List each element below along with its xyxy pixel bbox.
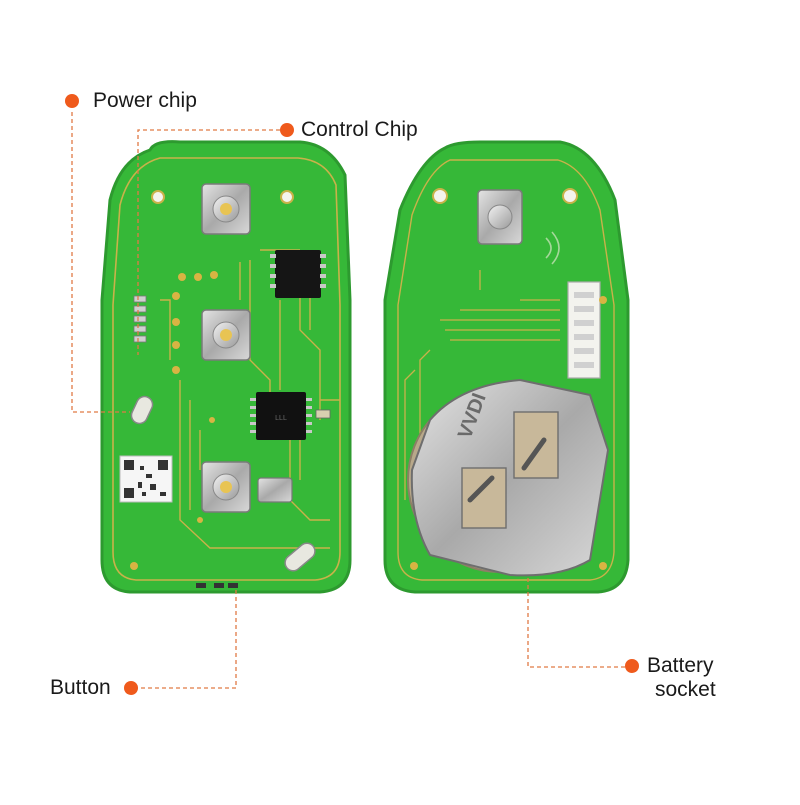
leader-power-chip [71,112,130,413]
front-button-middle [201,309,251,361]
front-oval-slot-bottom [284,542,316,572]
front-gold-pads [172,271,218,523]
back-button [477,189,523,245]
front-gold-pad-bottom-left [130,562,138,570]
back-gold-pad-bottom-left [410,562,418,570]
power-chip [270,250,326,298]
back-mount-hole-right [562,188,578,204]
callout-label-control-chip: Control Chip [301,118,418,141]
callout-label-battery-socket-line2: socket [655,678,716,701]
front-bottom-components [196,583,238,588]
back-board-inner-trace [397,159,615,581]
callout-marker-power-chip [65,94,79,108]
front-oval-slot [130,395,154,425]
front-mount-hole-left [151,190,165,204]
back-gold-pad-bottom-right [599,562,607,570]
pcb-board-back: VVDI [383,140,630,594]
callout-marker-control-chip [280,123,294,137]
callout-label-power-chip: Power chip [93,89,197,112]
front-mount-hole-right [280,190,294,204]
front-pin-header [133,295,147,343]
front-button-bottom [201,461,251,513]
callout-label-battery-socket-line1: Battery [647,654,714,677]
control-chip: LLL [250,392,312,440]
white-connector [567,281,601,379]
front-board-inner-trace [112,157,341,581]
pcb-board-front: LLL [100,140,352,594]
callout-marker-battery-socket [625,659,639,673]
callout-label-button: Button [50,676,111,699]
control-chip-marking: LLL [275,415,287,422]
callout-leaders [71,112,625,689]
battery-holder: VVDI [407,378,610,577]
qr-code-label [119,455,173,503]
leader-control-chip [137,129,280,355]
leader-button [134,590,237,689]
back-mount-hole-left [432,188,448,204]
front-crystal [257,477,293,503]
battery-clip [410,378,610,577]
front-smd-capacitor [315,409,331,419]
back-gold-pad-right [599,296,607,304]
back-antenna-mark [545,231,560,265]
callout-marker-button [124,681,138,695]
front-button-top [201,183,251,235]
